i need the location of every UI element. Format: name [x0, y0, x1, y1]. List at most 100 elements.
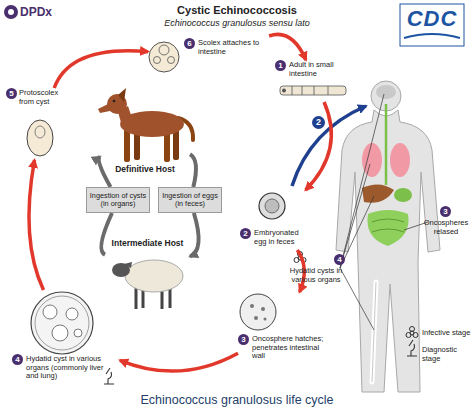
stage-node: 3Oncosphere hatches; penetrates intestin… [238, 292, 330, 364]
human-figure [390, 143, 410, 177]
sheep-drawing [124, 262, 132, 268]
cycle-arrow [29, 160, 44, 290]
egg-drawing [265, 199, 279, 213]
adult-worm-drawing [280, 86, 346, 95]
legend-microscope-icon [407, 340, 417, 356]
stage-label: Hydatid cyst in various organs (commonly… [26, 355, 114, 381]
subtitle: Echinococcus granulosus sensu lato [110, 18, 364, 28]
hydatid-cyst-drawing [66, 308, 78, 320]
legend-biohazard-icon [406, 333, 411, 338]
protoscolex-drawing [35, 126, 45, 138]
human-figure [372, 282, 376, 382]
process-box: Ingestion of eggs (in feces) [158, 187, 222, 213]
microscope-icon [104, 368, 114, 384]
stage-node: 4Hydatid cysts in various organs [288, 254, 348, 294]
egg-drawing [259, 193, 285, 219]
brand-logo: DPDx [20, 5, 52, 19]
human-figure [376, 85, 396, 99]
hydatid-cyst-drawing [43, 305, 57, 319]
diagram-title: Cystic Echinococcosis [110, 4, 364, 16]
biohazard-icon [294, 258, 299, 263]
callout-number: 3 [440, 206, 451, 217]
callout-number: 1 [275, 60, 286, 71]
cycle-arrow [190, 154, 196, 187]
stage-label: Oncosphere hatches; penetrates intestina… [252, 335, 330, 361]
legend-biohazard-icon [410, 327, 415, 332]
process-box: Ingestion of cysts (in organs) [86, 187, 150, 213]
cycle-arrow [306, 102, 332, 190]
leader-lines [340, 196, 374, 268]
stage-label: Intermediate Host [105, 238, 190, 248]
sheep-drawing [112, 260, 183, 309]
dpdx-logo [4, 5, 18, 19]
legend-text: Diagnostic stage [422, 345, 474, 363]
dpdx-logo [4, 5, 18, 19]
oncosphere-drawing [264, 318, 267, 321]
diagram-caption: Echinococcus granulosus life cycle [0, 393, 474, 407]
leader-lines [340, 94, 428, 330]
leader-lines [340, 94, 384, 268]
stage-label: Adult in small intestine [289, 61, 355, 78]
cycle-arrow [269, 34, 306, 60]
host-node: Definitive Host [100, 80, 190, 176]
hydatid-cyst-drawing [31, 292, 93, 354]
legend-text: Infective stage [422, 328, 474, 337]
legend-biohazard-icon [413, 333, 418, 338]
scolex-drawing [168, 57, 175, 64]
callout-number: 3 [238, 334, 249, 345]
dpdx-logo [8, 9, 14, 15]
cycle-arrow [54, 51, 148, 88]
legend-microscope-icon [407, 340, 417, 356]
dog-drawing [98, 104, 110, 113]
microscope-icon [104, 368, 114, 384]
callout-number: 5 [6, 88, 17, 99]
scolex-drawing [149, 42, 179, 72]
oncosphere-drawing [240, 294, 276, 330]
stage-label: Definitive Host [100, 164, 190, 174]
dog-drawing [113, 100, 116, 103]
human-figure [362, 143, 382, 177]
oncosphere-drawing [240, 294, 276, 330]
human-figure [367, 210, 408, 246]
leader-lines [340, 164, 370, 268]
scolex-drawing [154, 57, 161, 64]
oncosphere-drawing [254, 316, 258, 320]
host-node: Intermediate Host [105, 238, 190, 312]
stage-label: Embryonated egg in feces [254, 229, 312, 246]
brand-logo: CDC [402, 6, 462, 32]
legend-biohazard-icon [406, 327, 418, 338]
dog-drawing [118, 88, 126, 102]
cycle-arrow [99, 157, 111, 187]
sheep-drawing [125, 260, 183, 292]
human-figure [362, 184, 394, 202]
cycle-arrow [101, 213, 112, 255]
callout-number: 2 [240, 228, 251, 239]
stage-node: 2Embryonated egg in feces [240, 190, 312, 250]
stage-node: 6Scolex attaches to intestine [148, 36, 270, 78]
cycle-arrow [190, 213, 199, 257]
human-figure [372, 282, 376, 382]
callout-number: 2 [312, 116, 325, 129]
cdc-logo [400, 4, 464, 46]
cycle-arrow [120, 353, 238, 371]
stage-label: Hydatid cysts in various organs [288, 267, 344, 284]
protoscolex-drawing [27, 120, 53, 156]
stage-node: 4Hydatid cyst in various organs (commonl… [12, 290, 120, 386]
scolex-drawing [149, 42, 179, 72]
egg-drawing [259, 193, 285, 219]
callout-number: 4 [12, 354, 23, 365]
hydatid-cyst-drawing [35, 296, 89, 350]
stage-label: Protoscolex from cyst [19, 89, 75, 106]
stage-label: Scolex attaches to intestine [198, 39, 268, 56]
hydatid-cyst-drawing [74, 329, 82, 337]
human-figure [372, 219, 404, 232]
hydatid-cyst-drawing [31, 292, 93, 354]
leader-lines [340, 268, 374, 330]
stage-label: Oncospheres relased [420, 219, 472, 236]
human-figure [385, 104, 388, 185]
adult-worm-drawing [280, 86, 346, 95]
protoscolex-drawing [27, 120, 53, 156]
stage-node: 1Adult in small intestine [275, 60, 355, 102]
cdc-logo [404, 34, 460, 38]
